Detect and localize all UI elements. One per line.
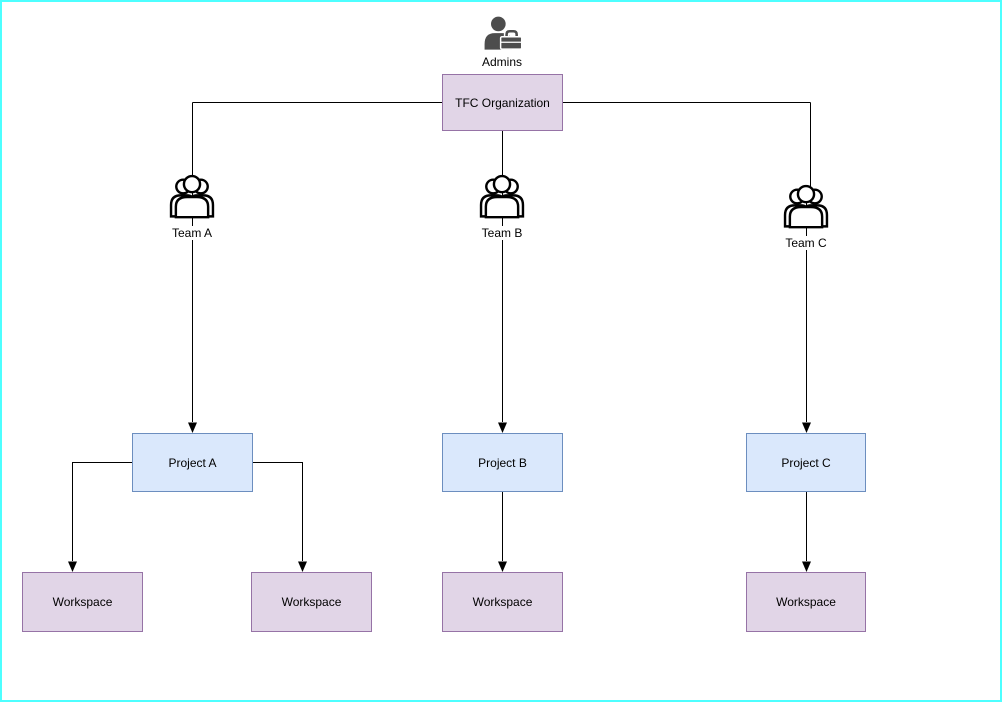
edge-project-a-to-workspace-2: [253, 462, 303, 561]
edge-project-a-to-workspace-1: [72, 462, 132, 561]
admins-label: Admins: [479, 55, 525, 69]
arrowhead-project-a: [188, 422, 197, 433]
team-c-group: [780, 182, 832, 232]
team-b-label: Team B: [479, 226, 525, 240]
tfc-organization-label: TFC Organization: [455, 95, 550, 110]
users-group-icon: [783, 184, 829, 229]
admin-user-with-briefcase-icon: [484, 16, 523, 50]
node-project-a: Project A: [132, 433, 253, 492]
node-project-b: Project B: [442, 433, 563, 492]
workspace-2-label: Workspace: [281, 595, 342, 609]
admins-group: [480, 15, 524, 53]
team-a-label: Team A: [169, 226, 215, 240]
node-tfc-organization: TFC Organization: [442, 74, 563, 131]
node-workspace-1: Workspace: [22, 572, 143, 632]
arrowhead-workspace-1: [68, 561, 77, 572]
arrowhead-workspace-3: [498, 561, 507, 572]
users-group-icon: [169, 174, 215, 219]
users-group-icon: [479, 174, 525, 219]
node-project-c: Project C: [746, 433, 866, 492]
team-c-label: Team C: [783, 236, 829, 250]
project-b-label: Project B: [478, 455, 527, 470]
arrowhead-workspace-2: [298, 561, 307, 572]
project-a-label: Project A: [168, 455, 217, 470]
arrowhead-project-b: [498, 422, 507, 433]
arrowhead-workspace-4: [802, 561, 811, 572]
arrowhead-project-c: [802, 422, 811, 433]
team-a-group: [166, 172, 218, 222]
workspace-3-label: Workspace: [472, 595, 533, 609]
workspace-4-label: Workspace: [776, 595, 836, 609]
project-c-label: Project C: [781, 455, 831, 470]
node-workspace-3: Workspace: [442, 572, 563, 632]
node-workspace-2: Workspace: [251, 572, 372, 632]
workspace-1-label: Workspace: [52, 595, 113, 609]
node-workspace-4: Workspace: [746, 572, 866, 632]
team-b-group: [476, 172, 528, 222]
